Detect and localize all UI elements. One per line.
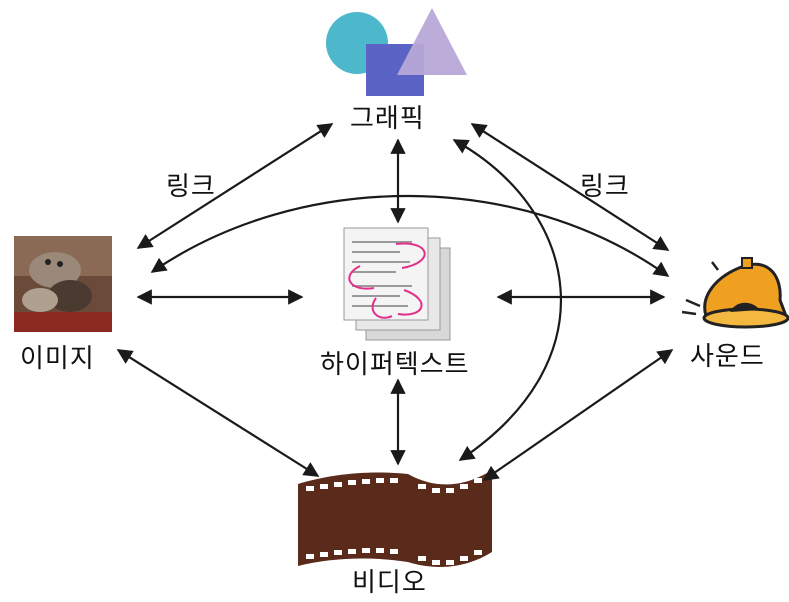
link-label-left: 링크 <box>166 172 216 202</box>
arrow-graphic-image <box>136 123 334 249</box>
arrow-image-sound <box>150 194 670 277</box>
film-strip-icon <box>298 470 492 567</box>
image-label: 이미지 <box>20 344 95 374</box>
link-label-right: 링크 <box>580 172 630 202</box>
arrow-sound-video <box>482 349 674 481</box>
cat-photo <box>14 236 112 332</box>
video-label: 비디오 <box>352 568 427 598</box>
shapes-icon <box>326 8 467 96</box>
bell-icon <box>681 257 789 329</box>
linked-documents-icon <box>343 227 451 341</box>
sound-label: 사운드 <box>690 342 765 372</box>
link-arrows <box>116 123 674 481</box>
arrow-image-video <box>116 349 320 477</box>
arrow-graphic-video <box>452 139 562 461</box>
arrow-graphic-sound <box>470 123 670 251</box>
graphic-label: 그래픽 <box>350 104 425 134</box>
hypertext-label: 하이퍼텍스트 <box>320 350 470 380</box>
